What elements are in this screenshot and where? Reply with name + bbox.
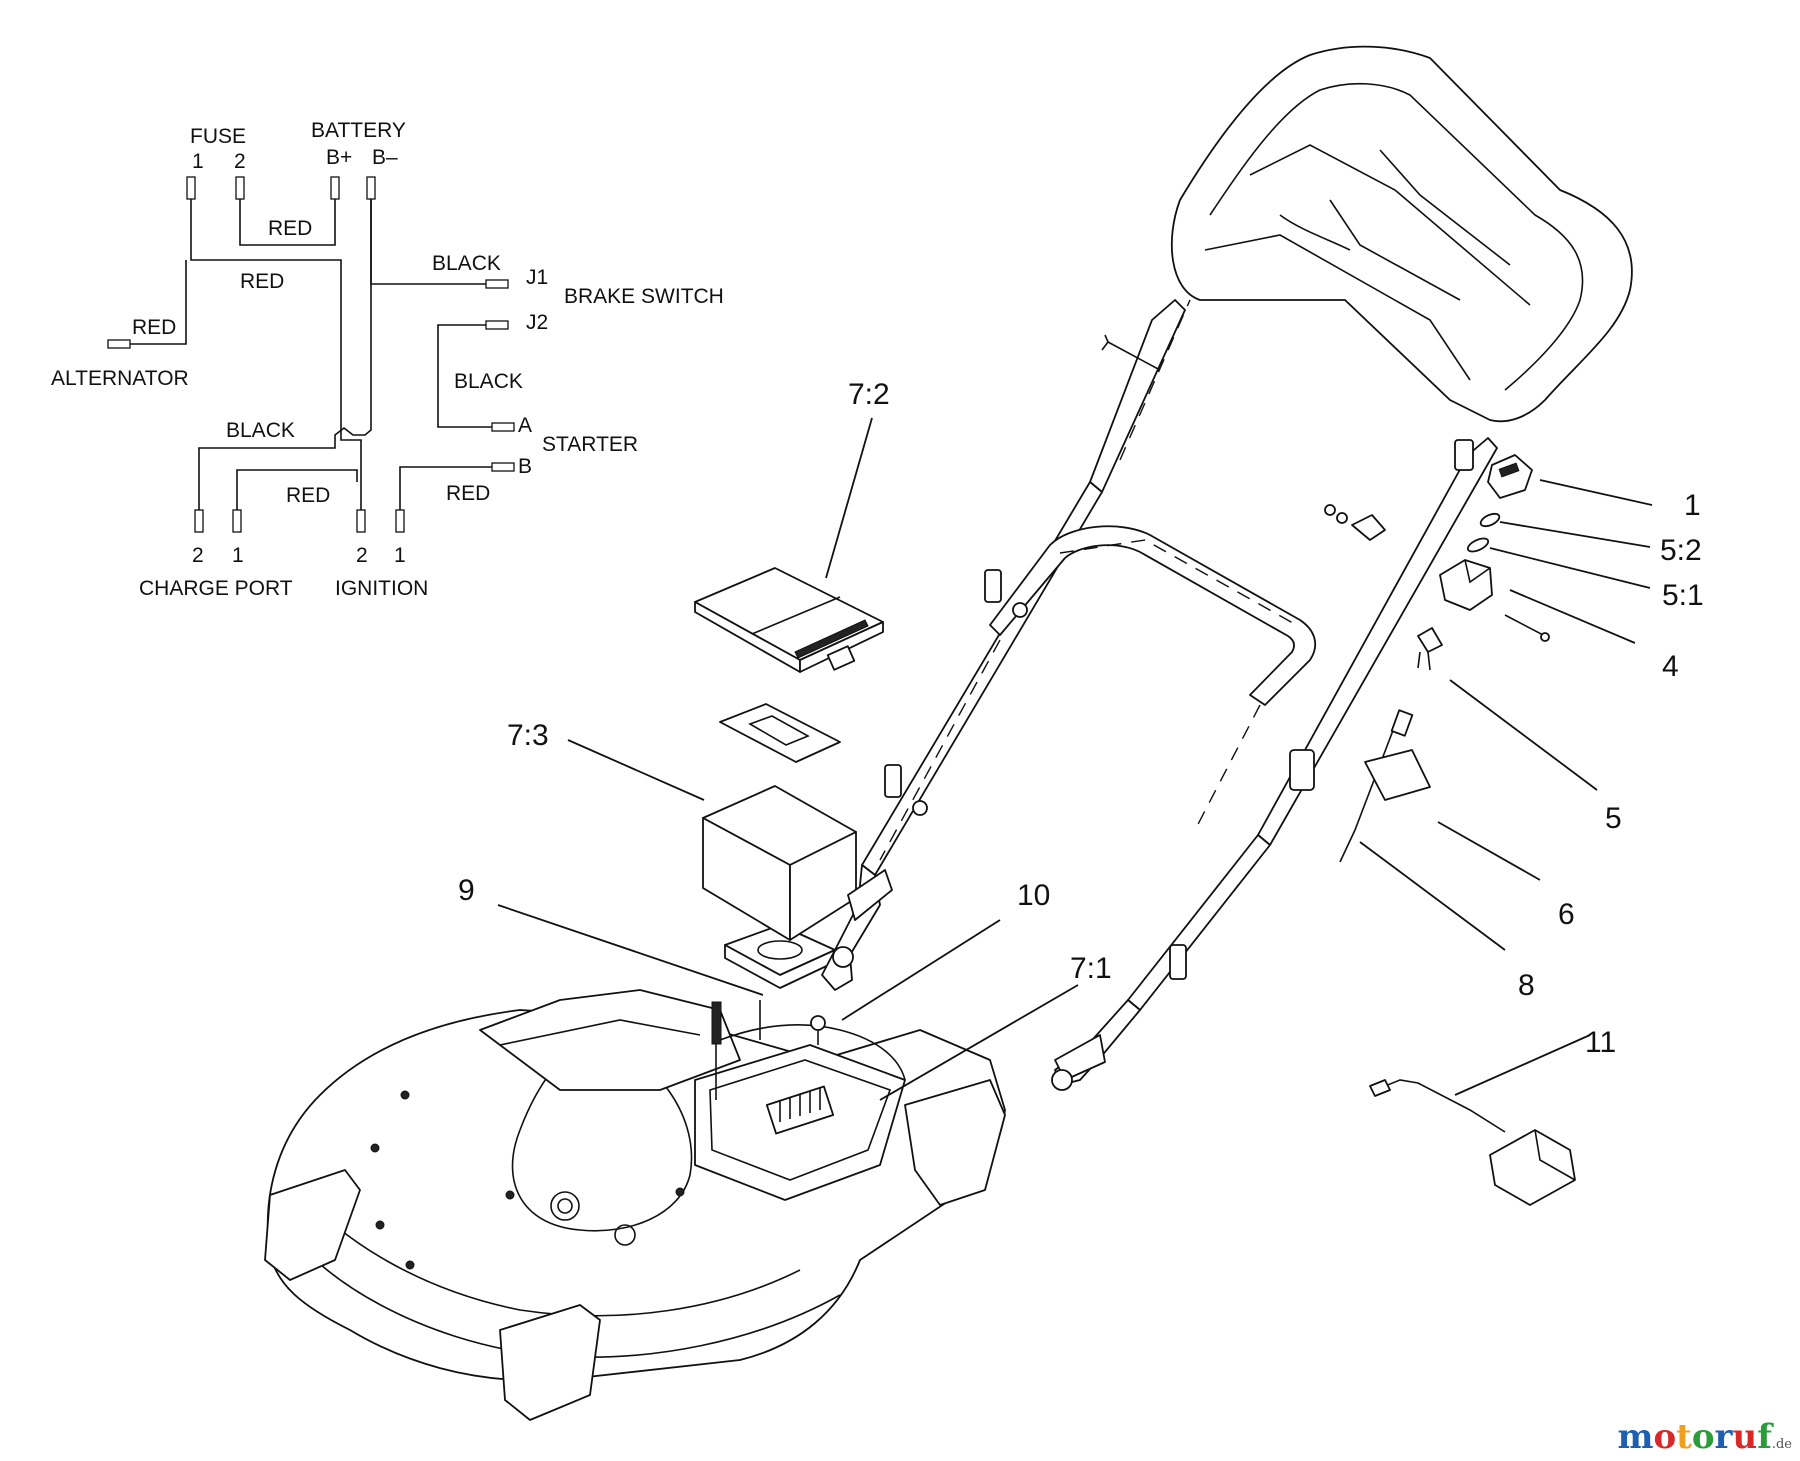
ignition-pin1-label: 1: [394, 544, 406, 567]
terminal-ignition-2: [356, 509, 366, 533]
battery-label: BATTERY: [311, 119, 406, 142]
terminal-starter-b: [491, 462, 515, 472]
terminal-fuse-1: [186, 176, 196, 200]
starter-a-label: A: [518, 414, 532, 437]
decal-part-6: [1364, 749, 1431, 801]
handle-mount-left-clip: [1324, 504, 1386, 541]
terminal-battery-minus: [366, 176, 376, 200]
wire-label-black-brake: BLACK: [432, 252, 501, 275]
terminal-ignition-1: [395, 509, 405, 533]
wire-black-charge2-batteryminus: [198, 199, 372, 510]
battery-cover-part-7-2: [694, 567, 884, 673]
battery-minus-label: B–: [372, 146, 398, 169]
wire-red-ignition1-starter-b: [399, 466, 492, 510]
callout-leaders: [497, 417, 1653, 1101]
callout-4: 4: [1662, 650, 1679, 683]
callout-5-2: 5:2: [1660, 534, 1702, 567]
charger-part-11: [1369, 1079, 1576, 1206]
wire-label-black-starter: BLACK: [454, 370, 523, 393]
stud-part-9: [711, 1000, 761, 1100]
handle-knob-right: [1051, 1034, 1106, 1091]
terminal-fuse-2: [235, 176, 245, 200]
j1-label: J1: [526, 266, 548, 289]
charge-pin1-label: 1: [232, 544, 244, 567]
handle-knob-left: [832, 869, 893, 968]
mower-handle: [821, 45, 1633, 1086]
brake-switch-label: BRAKE SWITCH: [564, 285, 724, 308]
ignition-switch-part-5: [1417, 627, 1443, 671]
callout-10: 10: [1017, 879, 1050, 912]
callout-7-2: 7:2: [848, 378, 890, 411]
wire-label-red-charge: RED: [286, 484, 330, 507]
charge-pin2-label: 2: [192, 544, 204, 567]
wire-red-charge1-ignition: [236, 469, 358, 510]
j2-label: J2: [526, 311, 548, 334]
fuse-pin2-label: 2: [234, 150, 246, 173]
callout-1: 1: [1684, 489, 1701, 522]
battery-part-7-3: [702, 785, 857, 941]
starter-label: STARTER: [542, 433, 638, 456]
callout-8: 8: [1518, 969, 1535, 1002]
callout-5: 5: [1605, 802, 1622, 835]
battery-pad: [719, 703, 841, 763]
washer-part-5-2: [1479, 512, 1501, 528]
callout-7-1: 7:1: [1070, 952, 1112, 985]
battery-tray: [694, 1024, 906, 1201]
terminal-starter-a: [491, 422, 515, 432]
battery-mount-plate: [724, 924, 836, 989]
switch-housing-part-4: [1439, 559, 1550, 642]
callout-5-1: 5:1: [1662, 579, 1704, 612]
battery-plus-label: B+: [326, 146, 352, 169]
washer-part-5-1: [1466, 537, 1490, 553]
callout-9: 9: [458, 874, 475, 907]
wire-label-red-1: RED: [268, 217, 312, 240]
alternator-label: ALTERNATOR: [51, 367, 189, 390]
callout-numbers: 7:2 7:3 9 10 7:1 1 5:2 5:1 4 5 6 8 11: [458, 378, 1704, 1059]
wire-label-red-alternator: RED: [132, 316, 176, 339]
wire-red-fuse2-batteryplus: [239, 199, 336, 246]
wire-black-j2-starter-a: [437, 324, 492, 428]
mower-deck: [264, 989, 1006, 1421]
wire-red-fuse1-ignition2: [190, 199, 362, 510]
fuse-pin1-label: 1: [192, 150, 204, 173]
terminal-j1: [485, 279, 509, 289]
charge-port-label: CHARGE PORT: [139, 577, 293, 600]
callout-11: 11: [1585, 1026, 1616, 1059]
harness-part-8: [1339, 709, 1414, 863]
wire-red-alternator: [130, 260, 187, 345]
starter-b-label: B: [518, 455, 532, 478]
wire-label-red-2: RED: [240, 270, 284, 293]
terminal-j2: [485, 320, 509, 330]
screw-part-10: [810, 1015, 826, 1045]
callout-7-3: 7:3: [507, 719, 549, 752]
ignition-pin2-label: 2: [356, 544, 368, 567]
ignition-label: IGNITION: [335, 577, 428, 600]
wire-label-black-charge: BLACK: [226, 419, 295, 442]
terminal-charge-2: [194, 509, 204, 533]
key-part-1: [1487, 454, 1533, 499]
watermark-logo: motoruf.de: [1617, 1417, 1792, 1457]
fuse-label: FUSE: [190, 125, 246, 148]
wire-label-red-starter: RED: [446, 482, 490, 505]
terminal-battery-plus: [330, 176, 340, 200]
terminal-alternator: [107, 339, 131, 349]
wiring-schematic: FUSE 1 2 BATTERY B+ B– RED RED RED ALTER…: [51, 119, 724, 600]
terminal-charge-1: [232, 509, 242, 533]
callout-6: 6: [1558, 898, 1575, 931]
